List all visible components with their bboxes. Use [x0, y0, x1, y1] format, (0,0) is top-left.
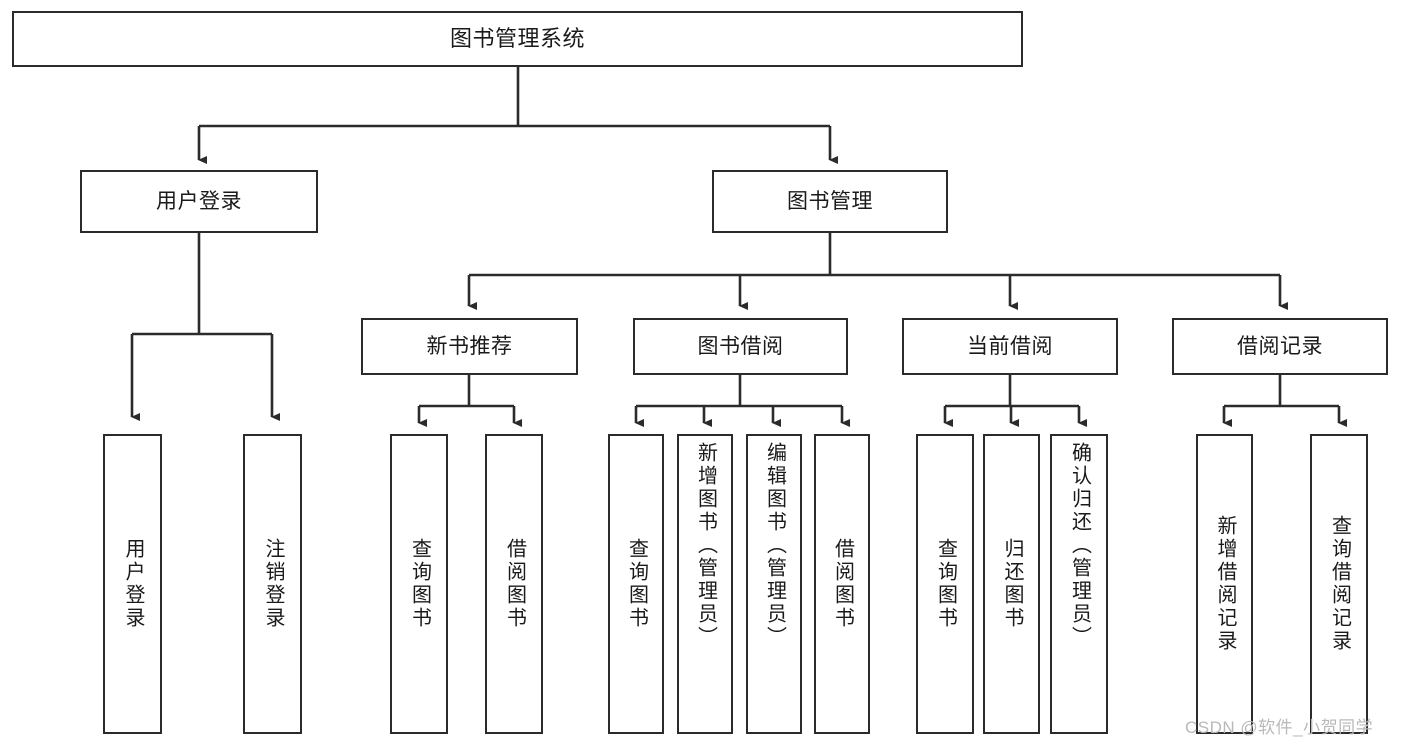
node-leaf-logout-label: 注销登录 [262, 538, 284, 630]
node-new-book-recommend-label: 新书推荐 [426, 334, 513, 358]
node-leaf-borrow-book-1-label: 借阅图书 [503, 538, 526, 630]
node-leaf-query-record-label: 查询借阅记录 [1328, 515, 1351, 653]
node-book-borrow[interactable]: 图书借阅 [633, 318, 848, 375]
node-leaf-borrow-book-2-label: 借阅图书 [831, 538, 854, 630]
node-book-borrow-label: 图书借阅 [697, 334, 784, 358]
node-leaf-return-book-label: 归还图书 [1001, 538, 1023, 630]
node-leaf-query-record[interactable]: 查询借阅记录 [1310, 434, 1368, 734]
node-leaf-query-book-3-label: 查询图书 [934, 538, 957, 630]
node-leaf-add-book-label: 新增图书（管理员） [694, 442, 717, 649]
node-leaf-confirm-return[interactable]: 确认归还（管理员） [1050, 434, 1108, 734]
node-new-book-recommend[interactable]: 新书推荐 [361, 318, 578, 375]
node-current-borrow-label: 当前借阅 [967, 334, 1053, 358]
node-leaf-add-book[interactable]: 新增图书（管理员） [677, 434, 733, 734]
node-leaf-user-login-label: 用户登录 [122, 538, 144, 630]
node-leaf-edit-book-label: 编辑图书（管理员） [763, 442, 786, 649]
node-user-login[interactable]: 用户登录 [80, 170, 318, 233]
node-root[interactable]: 图书管理系统 [12, 11, 1023, 67]
node-leaf-query-book-1-label: 查询图书 [408, 538, 431, 630]
node-leaf-add-record-label: 新增借阅记录 [1214, 515, 1236, 653]
node-leaf-add-record[interactable]: 新增借阅记录 [1196, 434, 1253, 734]
node-leaf-user-login[interactable]: 用户登录 [103, 434, 162, 734]
node-current-borrow[interactable]: 当前借阅 [902, 318, 1118, 375]
node-leaf-borrow-book-1[interactable]: 借阅图书 [485, 434, 543, 734]
node-leaf-edit-book[interactable]: 编辑图书（管理员） [746, 434, 802, 734]
node-book-manage-label: 图书管理 [787, 189, 873, 213]
node-leaf-query-book-3[interactable]: 查询图书 [916, 434, 974, 734]
node-leaf-borrow-book-2[interactable]: 借阅图书 [814, 434, 870, 734]
node-root-label: 图书管理系统 [449, 25, 585, 51]
node-leaf-query-book-1[interactable]: 查询图书 [390, 434, 448, 734]
node-borrow-record[interactable]: 借阅记录 [1172, 318, 1388, 375]
node-leaf-confirm-return-label: 确认归还（管理员） [1068, 442, 1091, 649]
node-borrow-record-label: 借阅记录 [1237, 334, 1323, 358]
node-leaf-query-book-2-label: 查询图书 [625, 538, 648, 630]
node-leaf-return-book[interactable]: 归还图书 [983, 434, 1040, 734]
node-leaf-logout[interactable]: 注销登录 [243, 434, 302, 734]
node-leaf-query-book-2[interactable]: 查询图书 [608, 434, 664, 734]
node-book-manage[interactable]: 图书管理 [712, 170, 948, 233]
node-user-login-label: 用户登录 [156, 189, 242, 213]
csdn-watermark: CSDN @软件_小贺同学 [1185, 718, 1374, 737]
